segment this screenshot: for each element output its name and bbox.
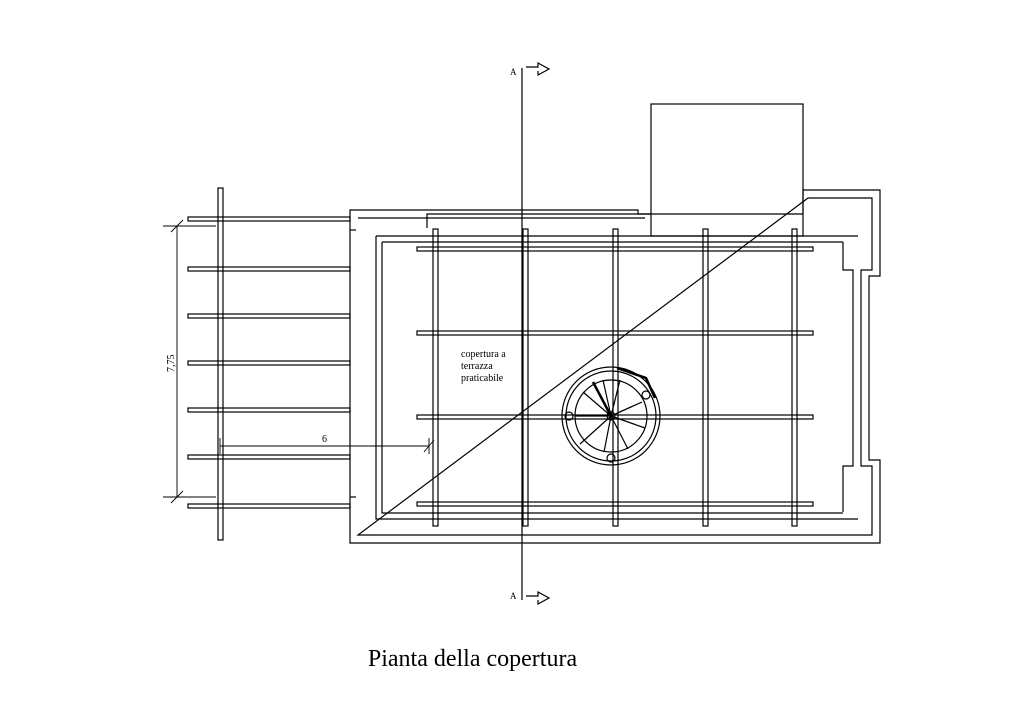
section-label-top: A xyxy=(510,67,517,77)
dimension-label-vertical: 7,75 xyxy=(166,355,177,373)
terrace-note-line-2: terrazza xyxy=(461,361,493,372)
terrace-note-line-3: praticabile xyxy=(461,373,504,384)
building-outer-outline xyxy=(349,189,881,544)
spiral-staircase xyxy=(561,366,661,466)
vertical-dimension-line xyxy=(163,219,216,504)
terrace-inner-edge-right xyxy=(842,242,854,512)
section-label-bottom: A xyxy=(510,591,517,601)
terrace-note-line-1: copertura a xyxy=(461,349,506,360)
parapet-inner-outline xyxy=(356,197,873,536)
horizontal-dimension-line xyxy=(219,438,435,454)
left-support-beam xyxy=(217,187,224,541)
section-line-a xyxy=(521,61,551,606)
left-pergola-beams xyxy=(187,216,356,509)
stair-tower-block xyxy=(650,103,804,237)
pergola-vertical-beams xyxy=(432,228,798,527)
pergola-horizontal-beams xyxy=(416,246,814,507)
terrace-inner-edge xyxy=(375,235,858,520)
dimension-label-horizontal: 6 xyxy=(322,434,327,445)
parapet-notch xyxy=(426,213,651,228)
drawing-caption: Pianta della copertura xyxy=(367,646,578,672)
